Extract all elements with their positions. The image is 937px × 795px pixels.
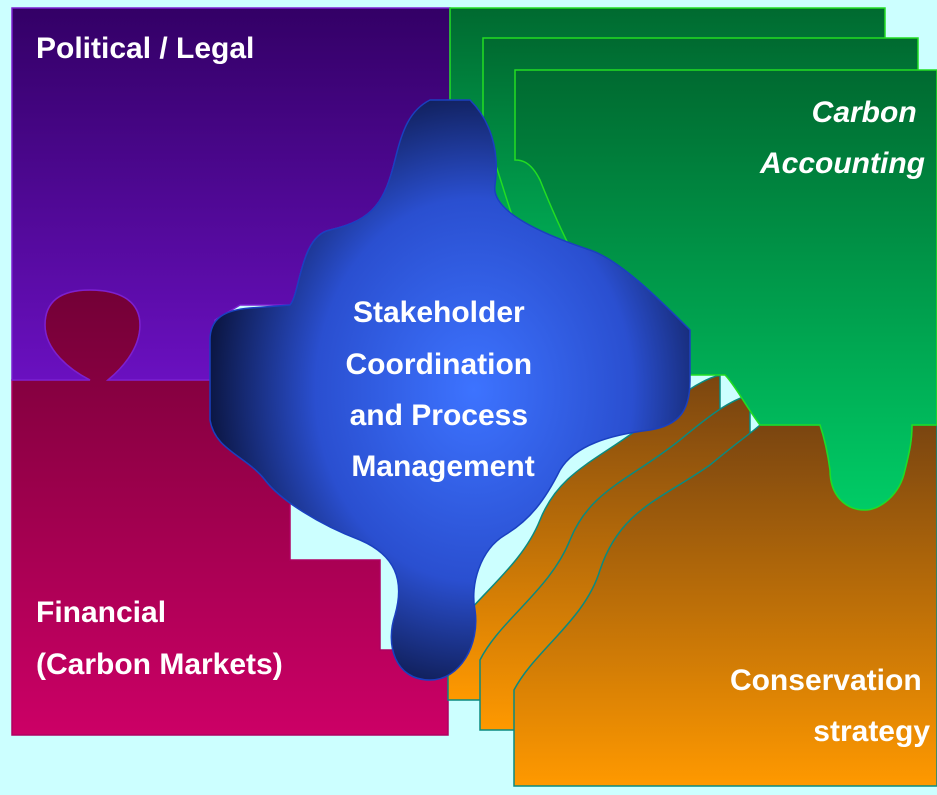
conservation-line-2: strategy bbox=[813, 715, 930, 748]
conservation-line-1: Conservation bbox=[730, 664, 922, 697]
center-line-3: and Process bbox=[350, 399, 528, 432]
political-legal-label: Political / Legal bbox=[36, 32, 254, 65]
conservation-label: Conservation strategy bbox=[730, 664, 930, 748]
financial-label: Financial (Carbon Markets) bbox=[36, 596, 283, 681]
carbon-accounting-piece bbox=[514, 69, 937, 511]
financial-line-2: (Carbon Markets) bbox=[36, 648, 283, 681]
center-line-2: Coordination bbox=[346, 348, 533, 381]
financial-line-1: Financial bbox=[36, 596, 166, 629]
center-label: Stakeholder Coordination and Process Man… bbox=[346, 296, 541, 483]
center-line-4: Management bbox=[351, 450, 534, 483]
center-line-1: Stakeholder bbox=[353, 296, 525, 329]
carbon-accounting-line-1: Carbon bbox=[812, 96, 917, 129]
center-piece bbox=[209, 99, 691, 681]
carbon-accounting-label: Carbon Accounting bbox=[759, 96, 925, 180]
carbon-accounting-line-2: Accounting bbox=[759, 147, 925, 180]
